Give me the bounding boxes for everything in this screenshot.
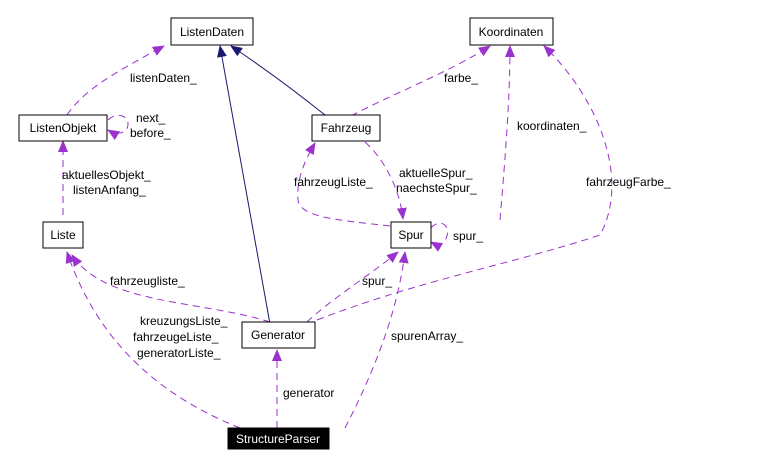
edge-fahrzeug-to-koordinaten (350, 45, 491, 117)
edge-structureparser-to-liste (65, 251, 241, 429)
label-spur-self: spur_ (453, 229, 483, 243)
label-spurenarray: spurenArray_ (391, 329, 463, 343)
node-label: ListenDaten (180, 25, 244, 39)
node-label: ListenObjekt (30, 121, 97, 135)
edge-listenobjekt-self (107, 114, 129, 140)
node-label: Koordinaten (479, 25, 544, 39)
edge-spur-to-koordinaten (499, 45, 515, 221)
node-fahrzeug[interactable]: Fahrzeug (311, 114, 381, 142)
edge-labels: listenDaten_ next_ before_ farbe_ koordi… (62, 71, 671, 400)
node-generator[interactable]: Generator (241, 321, 316, 349)
node-label: Spur (398, 228, 423, 242)
node-koordinaten[interactable]: Koordinaten (469, 17, 554, 46)
edge-listenobjekt-to-listendaten (66, 45, 165, 116)
edge-structureparser-to-spur (344, 251, 409, 429)
label-fahrzeugfarbe: fahrzeugFarbe_ (586, 175, 671, 189)
label-fahrzeugliste-liste: fahrzeugliste_ (110, 274, 185, 288)
node-structureparser[interactable]: StructureParser (227, 427, 330, 450)
label-naechstespur: naechsteSpur_ (396, 181, 477, 195)
node-label: Generator (251, 328, 305, 342)
node-listenobjekt[interactable]: ListenObjekt (18, 114, 108, 142)
edge-spur-to-fahrzeug (297, 142, 391, 227)
label-fahrzeugeliste: fahrzeugeListe_ (133, 330, 219, 344)
node-label: StructureParser (236, 432, 320, 446)
label-aktuellesobjekt: aktuellesObjekt_ (62, 168, 151, 182)
label-farbe: farbe_ (444, 71, 478, 85)
label-generator: generator (283, 386, 334, 400)
label-generatorliste: generatorListe_ (137, 346, 221, 360)
node-liste[interactable]: Liste (42, 221, 84, 249)
label-aktuellespur: aktuelleSpur_ (399, 166, 473, 180)
label-next: next_ (136, 111, 166, 125)
node-label: Fahrzeug (321, 121, 372, 135)
node-listendaten[interactable]: ListenDaten (170, 17, 254, 46)
label-spur-generator: spur_ (362, 274, 392, 288)
edge-generator-to-spur (306, 251, 399, 323)
label-listenanfang: listenAnfang_ (73, 183, 146, 197)
edge-fahrzeug-to-listendaten (230, 45, 326, 116)
edge-spur-self (430, 222, 449, 252)
label-koordinaten: koordinaten_ (517, 119, 587, 133)
edge-generator-to-listendaten (217, 45, 271, 325)
node-label: Liste (50, 228, 76, 242)
label-before: before_ (130, 126, 171, 140)
label-kreuzungsliste: kreuzungsListe_ (140, 314, 228, 328)
usage-edges (58, 45, 613, 429)
node-spur[interactable]: Spur (390, 221, 432, 249)
label-listendaten: listenDaten_ (130, 71, 197, 85)
edge-fahrzeug-to-spur (364, 141, 407, 220)
label-fahrzeugliste: fahrzeugListe_ (294, 175, 373, 189)
inheritance-edges (217, 45, 326, 325)
edge-generator-to-liste (71, 254, 271, 323)
